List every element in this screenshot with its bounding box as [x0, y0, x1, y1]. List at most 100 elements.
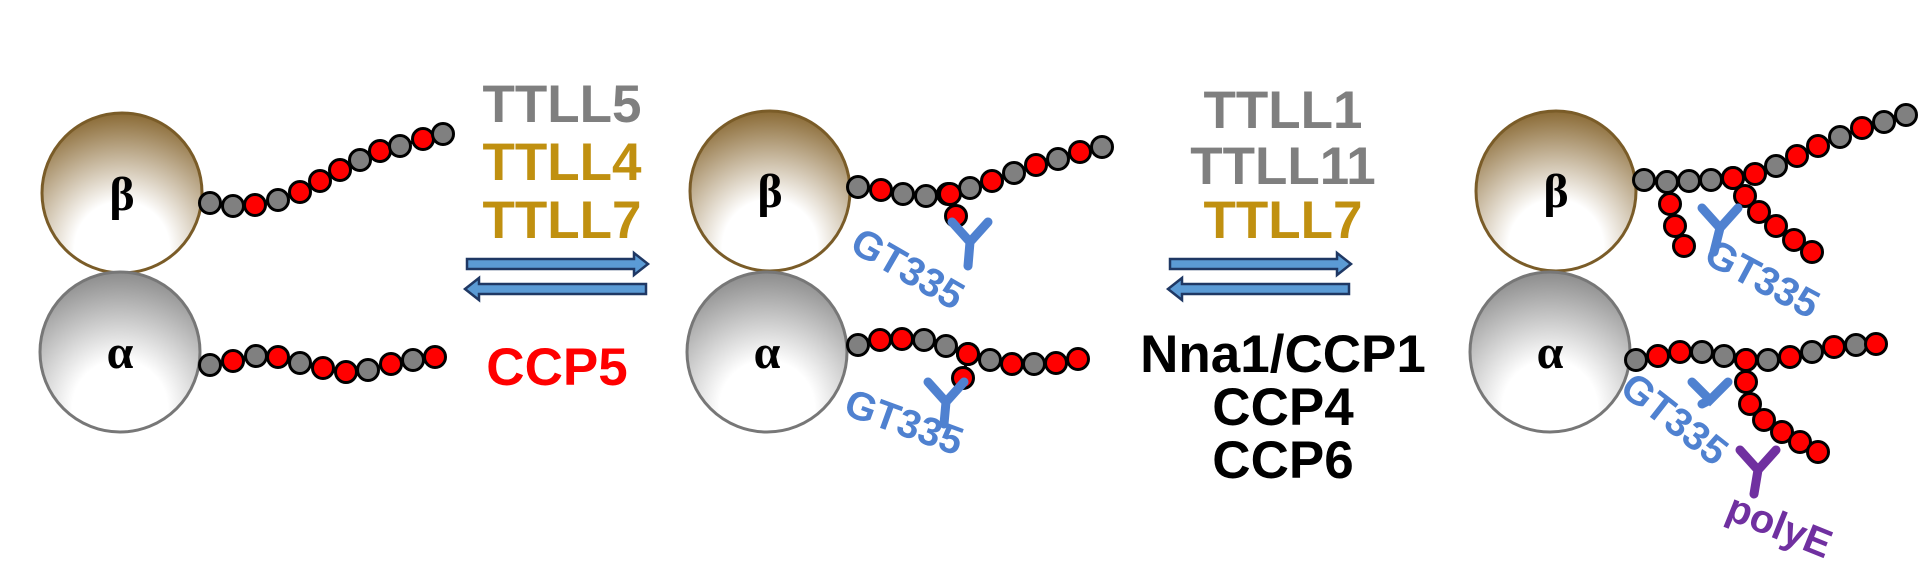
glutamate-residue: [379, 352, 403, 376]
glutamate-residue: [311, 356, 335, 380]
tail-residue: [1872, 110, 1896, 134]
alpha-tubulin-2: [685, 270, 849, 434]
tail-residue: [198, 191, 222, 215]
glutamate-residue: [1066, 347, 1090, 371]
glutamate-residue: [423, 345, 447, 369]
tail-residue: [1699, 168, 1723, 192]
glutamate-residue: [1734, 348, 1758, 372]
reverse-arrow-2: [1165, 275, 1351, 303]
antibody-gt335-beta-2: GT335: [844, 217, 993, 319]
tail-residue: [1690, 340, 1714, 364]
writer-1: TTLL1: [1204, 81, 1363, 140]
tail-residue: [912, 328, 936, 352]
antibody-y-icon: [1697, 203, 1743, 257]
tail-residue: [934, 334, 958, 358]
eraser-1: Nna1/CCP1: [1140, 325, 1426, 384]
glutamate-residue: [869, 178, 893, 202]
glutamate-residue: [868, 328, 892, 352]
beta-tail-2: [846, 135, 1114, 208]
alpha-tail-2: [846, 327, 1090, 376]
glutamate-residue: [1806, 134, 1830, 158]
glutamate-residue: [266, 345, 290, 369]
glutamate-residue: [1646, 344, 1670, 368]
glutamate-residue: [1764, 214, 1788, 238]
tail-residue: [356, 358, 380, 382]
enzymes-step2: TTLL1 TTLL11 TTLL7 Nna1/CCP1 CCP4 CCP6: [1140, 81, 1426, 490]
glutamate-residue: [1800, 240, 1824, 264]
tail-residue: [958, 176, 982, 200]
equilibrium-arrows-2: [1165, 250, 1354, 303]
glutamate-residue: [1068, 140, 1092, 164]
glutamate-residue: [1743, 162, 1767, 186]
glutamate-residue: [411, 127, 435, 151]
tail-residue: [1844, 333, 1868, 357]
forward-arrow-1: [465, 250, 651, 278]
reverse-arrow-1: [462, 275, 648, 303]
tail-residue: [348, 148, 372, 172]
tail-residue: [244, 344, 268, 368]
antibody-label: GT335: [844, 220, 972, 319]
tail-residue: [1002, 161, 1026, 185]
writer-3: TTLL7: [1204, 191, 1363, 250]
tail-residue: [891, 182, 915, 206]
tail-residue: [1764, 154, 1788, 178]
glutamate-residue: [1733, 184, 1757, 208]
glutamate-residue: [1738, 392, 1762, 416]
alpha-tubulin-1: [38, 270, 202, 434]
antibody-polye-alpha-3: polyE: [1721, 445, 1838, 567]
tail-residue: [978, 348, 1002, 372]
glutamate-residue: [1850, 116, 1874, 140]
alpha-label-3: α: [1537, 326, 1564, 379]
glutamate-residue: [1721, 166, 1745, 190]
glutamate-residue: [1778, 345, 1802, 369]
glutamate-residue: [334, 360, 358, 384]
tail-residue: [221, 194, 245, 218]
dimer-polyglutamylated: β α GT335 GT335 polyE: [1468, 103, 1918, 567]
eraser-2: CCP4: [1212, 378, 1354, 437]
tail-residue: [198, 353, 222, 377]
glutamate-residue: [1822, 335, 1846, 359]
glutamate-residue: [890, 327, 914, 351]
glutamate-residue: [1770, 420, 1794, 444]
tail-residue: [1677, 169, 1701, 193]
glutamate-residue: [1785, 144, 1809, 168]
dimer-monoglutamylated: β α GT335 GT335: [685, 109, 1114, 464]
tail-residue: [266, 188, 290, 212]
antibody-y-icon: [1735, 445, 1781, 499]
tail-residue: [401, 348, 425, 372]
beta-label-3: β: [1543, 165, 1568, 218]
antibody-gt335-beta-3: GT335: [1697, 203, 1826, 327]
antibody-gt335-alpha-2: GT335: [839, 377, 969, 464]
tail-residue: [846, 175, 870, 199]
tail-residue: [1712, 344, 1736, 368]
writer-2: TTLL11: [1190, 137, 1376, 196]
antibody-label: GT335: [1612, 364, 1735, 474]
beta-tail-1: [198, 122, 455, 218]
glutamate-residue: [221, 349, 245, 373]
glutamate-residue: [1044, 351, 1068, 375]
writer-1: TTLL5: [483, 75, 642, 134]
glutamate-residue: [1806, 440, 1830, 464]
antibody-y-icon: [923, 377, 969, 429]
forward-arrow-2: [1168, 250, 1354, 278]
antibody-y-icon: [1687, 377, 1733, 409]
tail-residue: [431, 122, 455, 146]
tail-residue: [846, 333, 870, 357]
glutamate-residue: [1024, 153, 1048, 177]
equilibrium-arrows-1: [462, 250, 651, 303]
eraser-3: CCP6: [1212, 431, 1353, 490]
alpha-label-2: α: [754, 326, 781, 379]
alpha-branch-3: [1734, 348, 1830, 464]
beta-label-1: β: [109, 168, 134, 221]
antibody-y-icon: [947, 217, 993, 271]
tail-residue: [1022, 352, 1046, 376]
glutamate-residue: [368, 139, 392, 163]
tail-residue: [1894, 103, 1918, 127]
beta-branch-3b: [1721, 166, 1824, 264]
glutamate-residue: [308, 169, 332, 193]
tail-residue: [1624, 348, 1648, 372]
writer-2: TTLL4: [483, 133, 642, 192]
glutamate-residue: [1864, 332, 1888, 356]
dimer-unmodified: β α: [38, 111, 455, 434]
